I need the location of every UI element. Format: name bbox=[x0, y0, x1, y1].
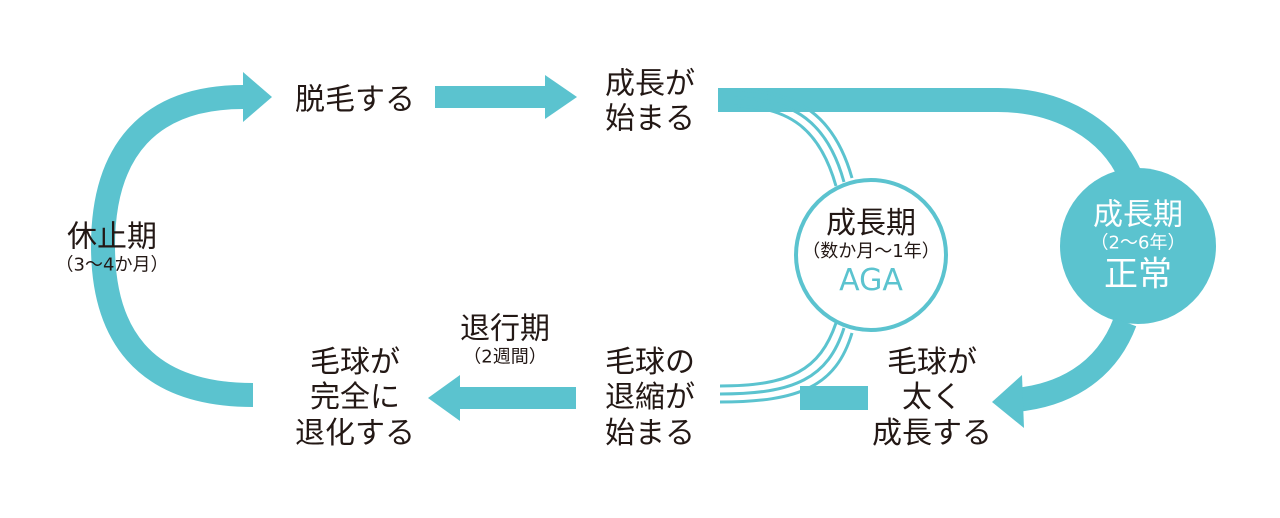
aga-triple-line-top-1 bbox=[732, 88, 854, 179]
bulb-degenerated-line3: 退化する bbox=[295, 415, 415, 451]
normal-to-bulb-arrowhead bbox=[992, 375, 1024, 428]
aga-triple-line-bottom-1 bbox=[719, 322, 838, 388]
normal-circle-tag: 正常 bbox=[1104, 254, 1172, 295]
bulb-grows-line1: 毛球が bbox=[887, 344, 977, 380]
rest-phase-label: 休止期 （3〜4か月） bbox=[56, 220, 169, 277]
bulb-grows-label: 毛球が 太く 成長する bbox=[872, 345, 992, 451]
bulb-shrinking-line3: 始まる bbox=[605, 415, 695, 451]
bulb-degenerated-line1: 毛球が bbox=[310, 344, 400, 380]
arrow-head-regression bbox=[428, 375, 460, 421]
bulb-grows-line3: 成長する bbox=[872, 415, 992, 451]
arrow-head-shedding-to-growth bbox=[545, 75, 577, 119]
aga-circle-title: 成長期 bbox=[825, 205, 916, 241]
growth-start-line2: 始まる bbox=[605, 102, 695, 137]
aga-circle-label: 成長期 （数か月〜1年） AGA bbox=[802, 206, 939, 298]
rest-phase-title: 休止期 bbox=[67, 219, 157, 255]
aga-circle-tag: AGA bbox=[839, 262, 903, 298]
shedding-text: 脱毛する bbox=[295, 82, 415, 118]
aga-circle-duration: （数か月〜1年） bbox=[802, 241, 940, 263]
bulb-degenerated-label: 毛球が 完全に 退化する bbox=[295, 345, 415, 451]
normal-circle-duration: （2〜6年） bbox=[1090, 233, 1186, 255]
aga-triple-line-bottom-2 bbox=[719, 327, 846, 396]
regression-phase-title: 退行期 bbox=[460, 311, 550, 347]
normal-growth-circle bbox=[1060, 168, 1216, 324]
aga-triple-line-top-2 bbox=[732, 96, 846, 183]
bulb-shrinking-line1: 毛球の bbox=[605, 344, 695, 380]
arrow-shaft-shedding-to-growth bbox=[435, 86, 545, 108]
regression-phase-duration: （2週間） bbox=[463, 347, 547, 369]
regression-phase-label: 退行期 （2週間） bbox=[460, 312, 550, 369]
aga-triple-line-top-3 bbox=[732, 104, 838, 187]
shedding-label: 脱毛する bbox=[295, 82, 415, 117]
bulb-grows-line2: 太く bbox=[902, 380, 962, 416]
normal-growth-band bbox=[718, 88, 1141, 181]
rest-phase-arc bbox=[90, 85, 254, 407]
normal-circle-label: 成長期 （2〜6年） 正常 bbox=[1091, 198, 1186, 295]
bulb-shrinking-line2: 退縮が bbox=[605, 380, 695, 416]
bulb-degenerated-line2: 完全に bbox=[310, 380, 400, 416]
rest-phase-arrowhead bbox=[243, 72, 272, 122]
arrow-shaft-regression bbox=[460, 387, 576, 409]
bottom-band bbox=[800, 386, 868, 410]
bulb-shrinking-label: 毛球の 退縮が 始まる bbox=[605, 345, 695, 451]
growth-start-line1: 成長が bbox=[605, 66, 695, 102]
rest-phase-duration: （3〜4か月） bbox=[55, 255, 169, 277]
normal-to-bulb-arc bbox=[1013, 317, 1137, 412]
normal-circle-title: 成長期 bbox=[1093, 197, 1183, 233]
aga-growth-circle bbox=[794, 178, 948, 332]
growth-start-label: 成長が 始まる bbox=[605, 67, 695, 138]
